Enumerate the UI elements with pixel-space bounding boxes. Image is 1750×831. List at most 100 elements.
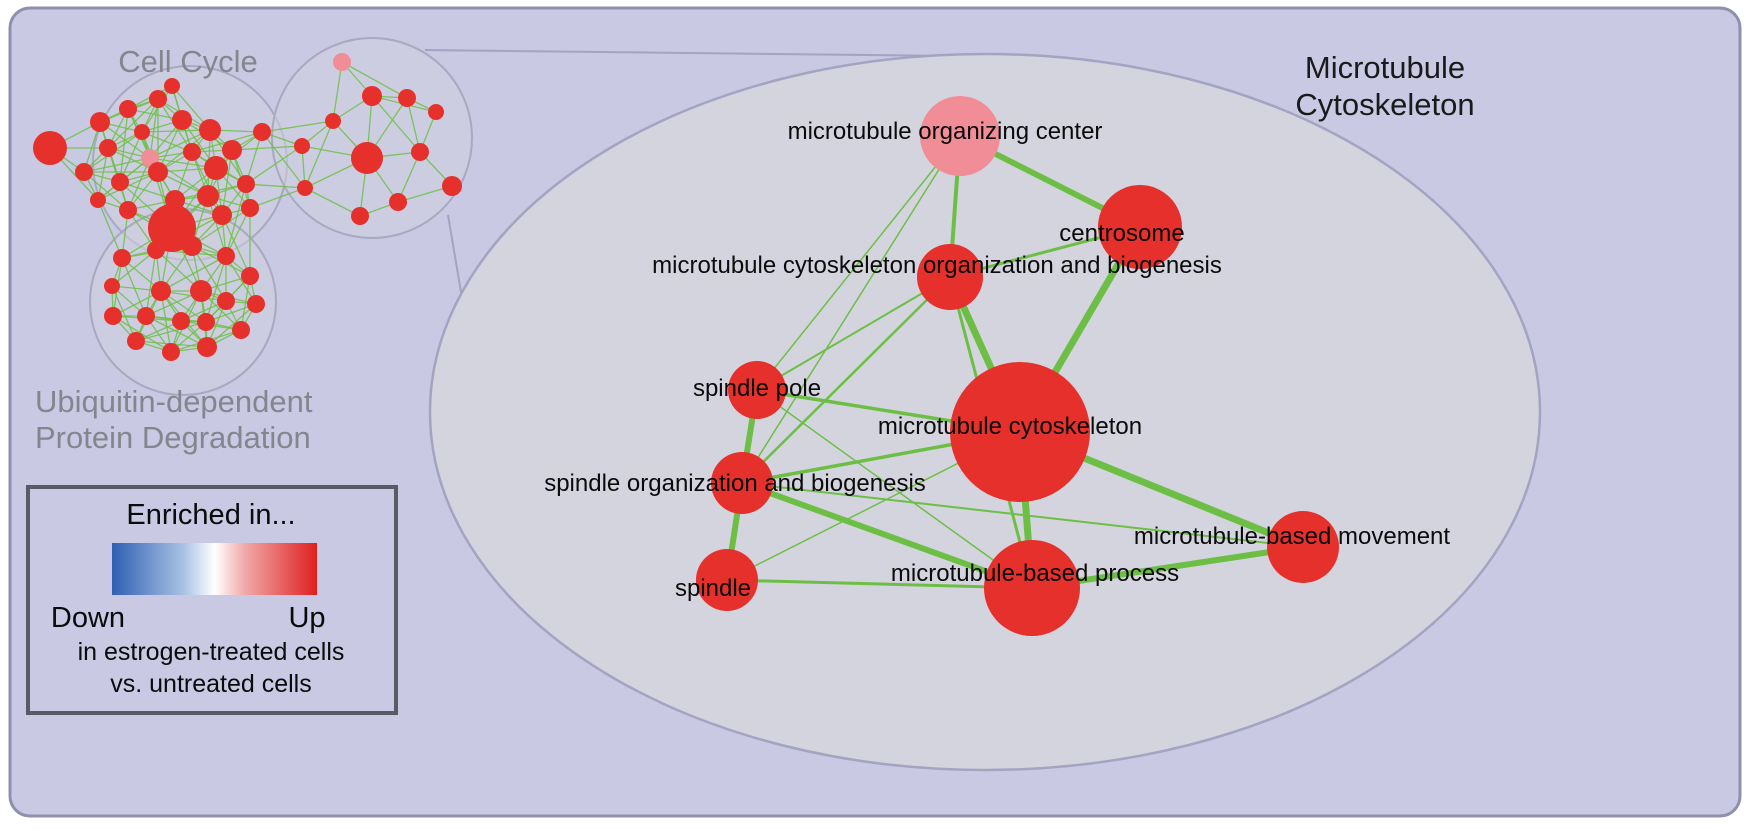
mini-node (442, 176, 462, 196)
mini-node (134, 124, 150, 140)
mini-node (33, 131, 67, 165)
zoom-edge-mcob-spole (756, 276, 951, 391)
microtubule-cluster-title-line1: Microtubule (1305, 50, 1465, 85)
mini-edge (121, 257, 147, 317)
mini-node (182, 236, 202, 256)
mini-node (389, 193, 407, 211)
mini-edge (127, 157, 151, 211)
mini-node (197, 337, 217, 357)
mini-node (204, 156, 228, 180)
mini-edge (371, 95, 421, 153)
mini-node (141, 149, 159, 167)
mini-node (148, 162, 168, 182)
zoom-node-label-mbp: microtubule-based process (891, 560, 1179, 587)
mini-edge (119, 131, 143, 183)
mini-edge (261, 120, 334, 133)
zoom-node-label-mbm: microtubule-based movement (1134, 523, 1450, 550)
zoom-node-label-spole: spindle pole (693, 375, 821, 402)
zoom-node-label-centrosome: centrosome (1059, 220, 1184, 247)
zoom-node-label-mc: microtubule cytoskeleton (878, 413, 1142, 440)
mini-edge (145, 249, 157, 317)
mini-node (162, 343, 180, 361)
mini-node (398, 89, 416, 107)
mini-node (253, 123, 271, 141)
mini-node (241, 267, 259, 285)
cell-cycle-cluster-label: Cell Cycle (118, 44, 258, 79)
zoom-node-spole (728, 361, 786, 419)
mini-node (190, 280, 212, 302)
mini-edge (160, 255, 227, 292)
mini-node (297, 180, 313, 196)
zoom-node-moc (920, 96, 1000, 176)
mini-edge (141, 129, 211, 133)
zoom-node-label-moc: microtubule organizing center (788, 118, 1103, 145)
mini-edge (249, 187, 306, 209)
mini-edge (341, 61, 408, 99)
zoom-node-centrosome (1098, 185, 1182, 269)
cluster-outline-microtubule-mini (271, 37, 473, 239)
legend-title: Enriched in... (126, 499, 295, 531)
mini-edge (225, 255, 257, 305)
mini-node (90, 192, 106, 208)
zoom-node-sob (711, 452, 773, 514)
zoom-edge-moc-spole (756, 135, 961, 391)
mini-edge (97, 199, 123, 259)
mini-node (113, 249, 131, 267)
mini-edge (191, 151, 223, 216)
mini-edge (332, 61, 343, 122)
zoom-node-label-spindle: spindle (675, 575, 751, 602)
ubiquitin-cluster-label-line2: Protein Degradation (35, 420, 311, 455)
mini-edge (221, 214, 251, 277)
mini-node (104, 278, 120, 294)
mini-edge (191, 207, 251, 247)
mini-node (147, 241, 165, 259)
mini-node (90, 112, 110, 132)
mini-node (183, 143, 201, 161)
mini-node (428, 104, 444, 120)
mini-node (111, 173, 129, 191)
mini-edge (111, 285, 137, 342)
zoom-network-labels: microtubule organizing center centrosome m… (544, 118, 1450, 602)
zoom-edge-moc-sob (741, 135, 961, 484)
mini-edge (145, 315, 208, 348)
zoom-node-label-mcob: microtubule cytoskeleton organization an… (652, 252, 1222, 279)
legend-gradient-bar (112, 543, 317, 595)
zoom-edge-sob-mbp (739, 480, 1035, 591)
mini-edge (149, 129, 211, 159)
mini-node (351, 207, 369, 225)
mini-edge (107, 98, 159, 149)
mini-node (127, 332, 145, 350)
microtubule-cluster-title-line2: Cytoskeleton (1295, 87, 1474, 122)
mini-node (294, 138, 310, 154)
zoom-node-mc (950, 362, 1090, 502)
mini-edge (206, 303, 257, 348)
mini-node (172, 312, 190, 330)
zoom-node-mcob (917, 244, 983, 310)
mini-edge (245, 131, 263, 185)
legend-subtitle-line2: vs. untreated cells (110, 670, 312, 698)
mini-node (99, 139, 117, 157)
zoom-edge-spole-mbp (756, 389, 1033, 589)
mini-node (362, 86, 382, 106)
mini-node (212, 205, 232, 225)
mini-node (217, 292, 235, 310)
mini-edge (191, 245, 227, 302)
mini-edge (225, 183, 247, 257)
mini-node (149, 90, 167, 108)
mini-edge (111, 249, 157, 287)
mini-edge (304, 120, 334, 189)
zoom-node-mbp (984, 540, 1080, 636)
zoom-edge-sob-mbm (741, 482, 1304, 548)
legend-up-label: Up (288, 602, 325, 634)
legend-down-label: Down (51, 602, 125, 634)
zoom-node-label-sob: spindle organization and biogenesis (544, 470, 926, 497)
mini-edge (135, 321, 207, 342)
mini-node (411, 143, 429, 161)
ubiquitin-cluster-label-line1: Ubiquitin-dependent (35, 384, 313, 419)
mini-node (217, 247, 235, 265)
legend: Enriched in... Down Up in estrogen-treat… (26, 485, 398, 715)
mini-node (222, 140, 242, 160)
mini-node (151, 281, 171, 301)
mini-edge (112, 315, 172, 353)
